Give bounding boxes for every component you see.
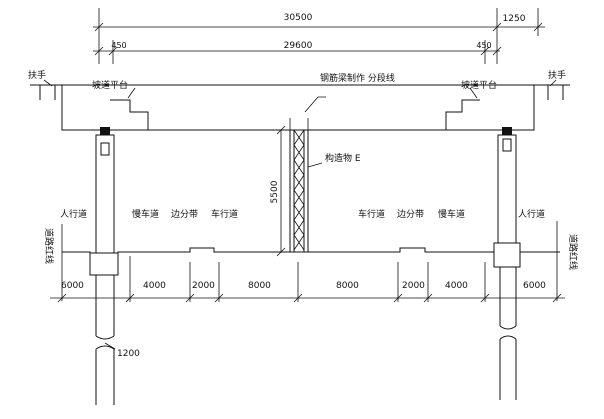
road-red-line-left-label: 道路红线: [43, 228, 55, 264]
bridge-deck: [30, 84, 570, 131]
ramp-platform-left-label: 坡道平台: [92, 79, 128, 91]
dimension-total-span: 30500: [284, 13, 313, 23]
road-width-right-carriageway: 8000: [336, 281, 359, 291]
dimension-inner-span: 29600: [284, 41, 313, 51]
dimension-structure-height: 5500: [270, 180, 280, 203]
lane-right-side-divider: 边分带: [397, 209, 424, 220]
rebar-beam-label: 钢筋梁制作 分段线: [320, 72, 395, 84]
pier-left: [89, 134, 119, 405]
road-width-left-divider: 2000: [192, 281, 215, 291]
pier-right: [493, 134, 521, 400]
lane-left-sidewalk: 人行道: [60, 208, 87, 220]
road-red-line-right-label: 道路红线: [567, 234, 579, 270]
road-width-right-sidewalk: 6000: [523, 281, 546, 291]
road-width-left-slow-lane: 4000: [143, 281, 166, 291]
ground-profile: [61, 221, 560, 301]
lane-right-carriageway: 车行道: [358, 208, 385, 220]
handrail-right-label: 扶手: [548, 69, 566, 81]
lane-right-sidewalk: 人行道: [518, 208, 545, 220]
road-width-right-divider: 2000: [402, 281, 425, 291]
lattice-braces: [293, 129, 305, 251]
dimension-left-edge: 450: [111, 41, 126, 50]
bearing-left: [100, 127, 110, 135]
road-width-left-sidewalk: 6000: [61, 281, 84, 291]
bearing-right: [502, 127, 512, 135]
top-dimension-lines: [93, 8, 545, 64]
lane-left-carriageway: 车行道: [211, 208, 238, 220]
structure-label: 构造物 E: [325, 152, 361, 164]
road-width-right-slow-lane: 4000: [445, 281, 468, 291]
handrail-left-label: 扶手: [28, 69, 46, 81]
ramp-platform-right-label: 坡道平台: [461, 79, 497, 91]
lane-right-slow-lane: 慢车道: [438, 208, 465, 220]
dimension-pier-diameter: 1200: [117, 349, 140, 359]
lane-left-slow-lane: 慢车道: [132, 208, 159, 220]
road-width-dimension-line: [50, 256, 565, 303]
dimension-right-edge: 450: [476, 41, 491, 50]
road-width-left-carriageway: 8000: [248, 281, 271, 291]
dimension-right-overhang: 1250: [503, 14, 526, 24]
structure-e: [289, 129, 323, 253]
lane-left-side-divider: 边分带: [171, 209, 198, 220]
